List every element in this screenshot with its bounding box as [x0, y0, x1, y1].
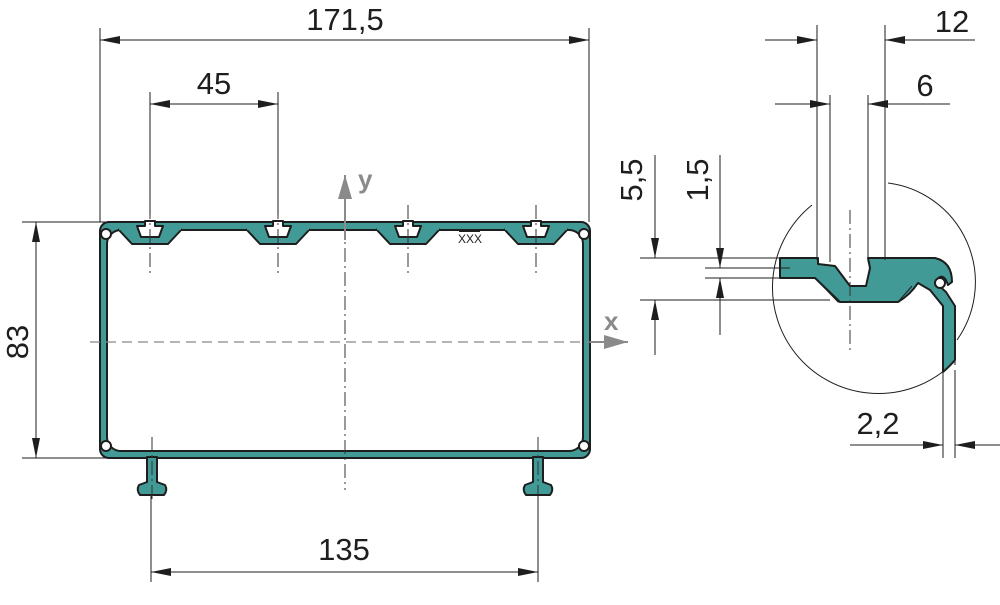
dim-detail-5-5: 5,5: [614, 158, 649, 201]
dim-height: 83: [0, 325, 35, 359]
y-axis-label: y: [358, 164, 373, 194]
dim-detail-2-2: 2,2: [856, 406, 899, 441]
dim-detail-12: 12: [935, 4, 969, 39]
profile-marking: XXX: [458, 232, 482, 246]
mounting-foot: [136, 456, 168, 496]
dim-foot-spacing: 135: [318, 532, 370, 567]
mounting-foot: [522, 456, 554, 496]
x-axis-label: x: [604, 306, 619, 336]
dim-detail-1-5: 1,5: [680, 158, 715, 201]
dim-overall-width: 171,5: [306, 2, 384, 37]
dim-detail-6: 6: [916, 68, 933, 103]
detail-view: [772, 182, 976, 394]
dim-slot-pitch: 45: [197, 66, 231, 101]
main-profile: [99, 220, 591, 496]
